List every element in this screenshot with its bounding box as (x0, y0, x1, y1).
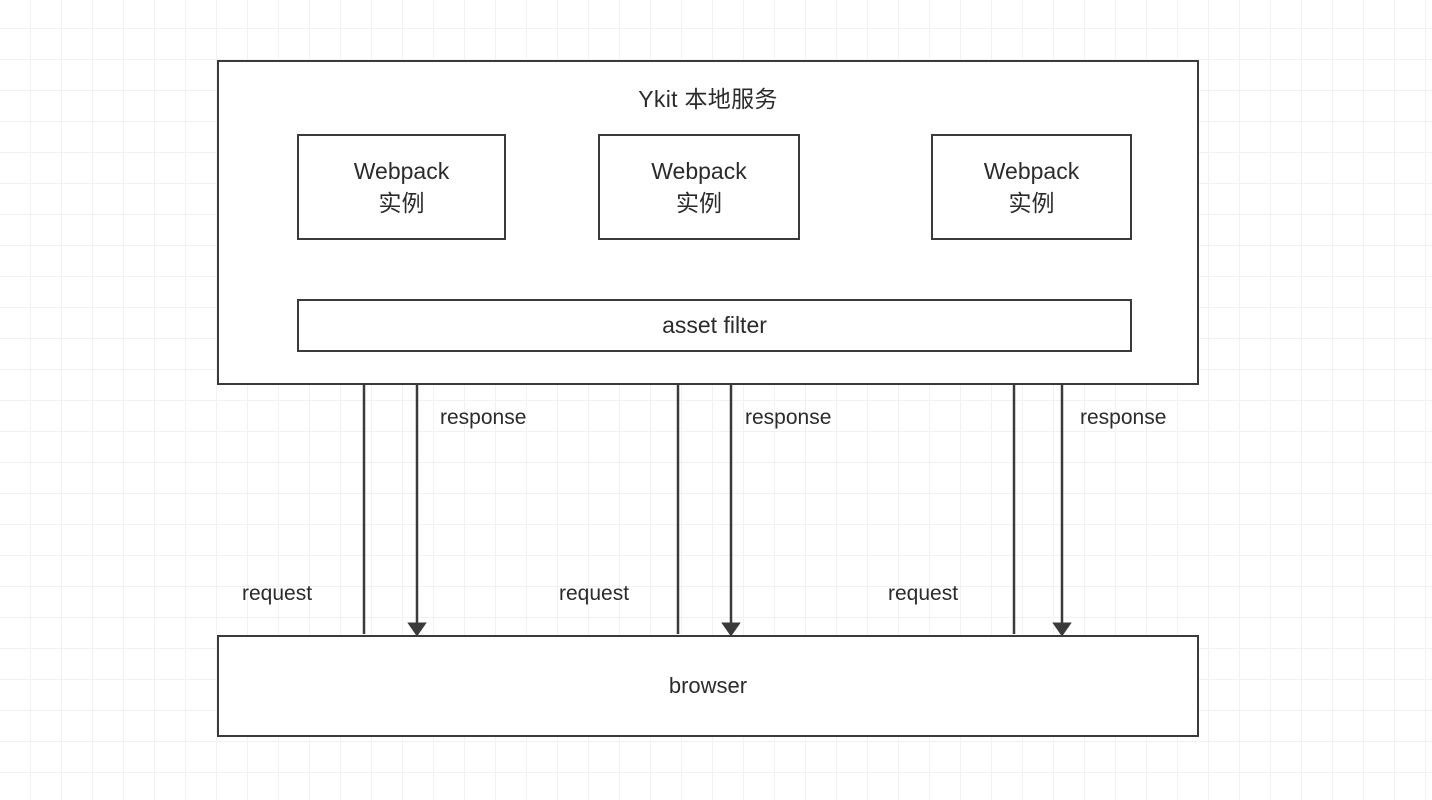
webpack-instance-box-3: Webpack 实例 (931, 134, 1132, 240)
edge-label-request-1: request (242, 582, 313, 605)
edge-label-request-2: request (559, 582, 630, 605)
browser-box: browser (217, 635, 1199, 737)
webpack-instance-label-1-line1: Webpack (353, 158, 450, 184)
edge-label-response-3: response (1080, 406, 1167, 429)
webpack-instance-box-1: Webpack 实例 (297, 134, 506, 240)
webpack-instance-label-3-line1: Webpack (983, 158, 1080, 184)
edge-label-response-1: response (440, 406, 527, 429)
webpack-instance-box-2: Webpack 实例 (598, 134, 800, 240)
connector-browser-assetfilter-2 (668, 353, 741, 637)
webpack-instance-label-2-line2: 实例 (676, 190, 722, 216)
browser-label: browser (668, 673, 748, 698)
connector-browser-assetfilter-3 (1004, 353, 1072, 637)
edge-label-request-3: request (888, 582, 959, 605)
ykit-local-service-title: Ykit 本地服务 (638, 86, 778, 112)
asset-filter-box: asset filter (297, 299, 1132, 352)
webpack-instance-label-2-line1: Webpack (651, 158, 747, 184)
asset-filter-label: asset filter (662, 312, 767, 338)
edge-label-response-2: response (745, 406, 832, 429)
connector-browser-assetfilter-1 (354, 353, 427, 637)
webpack-instance-label-1-line2: 实例 (378, 190, 425, 216)
webpack-instance-label-3-line2: 实例 (1008, 190, 1055, 216)
